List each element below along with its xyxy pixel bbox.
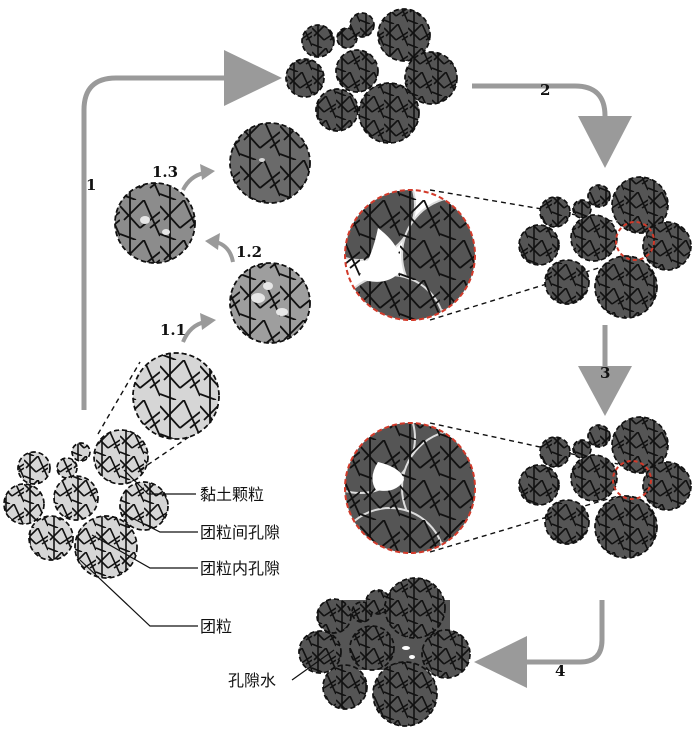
- zoom-circle-top: [344, 189, 476, 321]
- zoom-lines-mid: [429, 422, 619, 553]
- final-aggregate-cluster: [298, 577, 471, 727]
- arrow-path-2: [472, 83, 608, 118]
- step-label-1: 1: [86, 176, 96, 194]
- label-clay-particle: 黏土颗粒: [200, 485, 264, 504]
- step-label-4: 4: [555, 662, 565, 680]
- arrow-path-1: [81, 75, 225, 410]
- single-aggregate-initial: [132, 352, 220, 440]
- label-inter-aggregate-pore: 团粒间孔隙: [200, 523, 280, 542]
- arrow-small-11-head: [200, 313, 216, 330]
- flow-arrows: [81, 50, 632, 688]
- aggregate-stage-13: [229, 122, 311, 204]
- aggregate-stage-11: [229, 262, 311, 344]
- arrow-small-12-head: [205, 233, 220, 250]
- arrow-small-13-head: [200, 164, 215, 180]
- step-label-11: 1.1: [160, 321, 186, 339]
- arrow-head-2: [578, 116, 632, 168]
- step-label-2: 2: [540, 81, 550, 99]
- label-pore-water: 孔隙水: [228, 671, 276, 690]
- aggregate-stage-12: [114, 182, 196, 264]
- arrow-path-4: [525, 600, 605, 665]
- wet-aggregate-cluster-mid: [518, 176, 692, 319]
- arrow-head-1: [224, 50, 282, 106]
- legend-leader-lines: [79, 469, 335, 681]
- arrow-head-3: [578, 366, 632, 416]
- arrow-small-13: [181, 171, 205, 191]
- arrow-head-4: [474, 636, 527, 688]
- initial-aggregate-cluster: [3, 429, 169, 579]
- label-intra-aggregate-pore: 团粒内孔隙: [200, 559, 280, 578]
- wet-aggregate-cluster-top: [285, 8, 458, 144]
- step-label-3: 3: [600, 364, 610, 382]
- step-label-13: 1.3: [152, 163, 178, 181]
- wet-aggregate-cluster-lower: [518, 416, 692, 559]
- step-label-12: 1.2: [236, 243, 262, 261]
- zoom-lines-top: [429, 189, 619, 321]
- label-aggregate: 团粒: [200, 617, 232, 636]
